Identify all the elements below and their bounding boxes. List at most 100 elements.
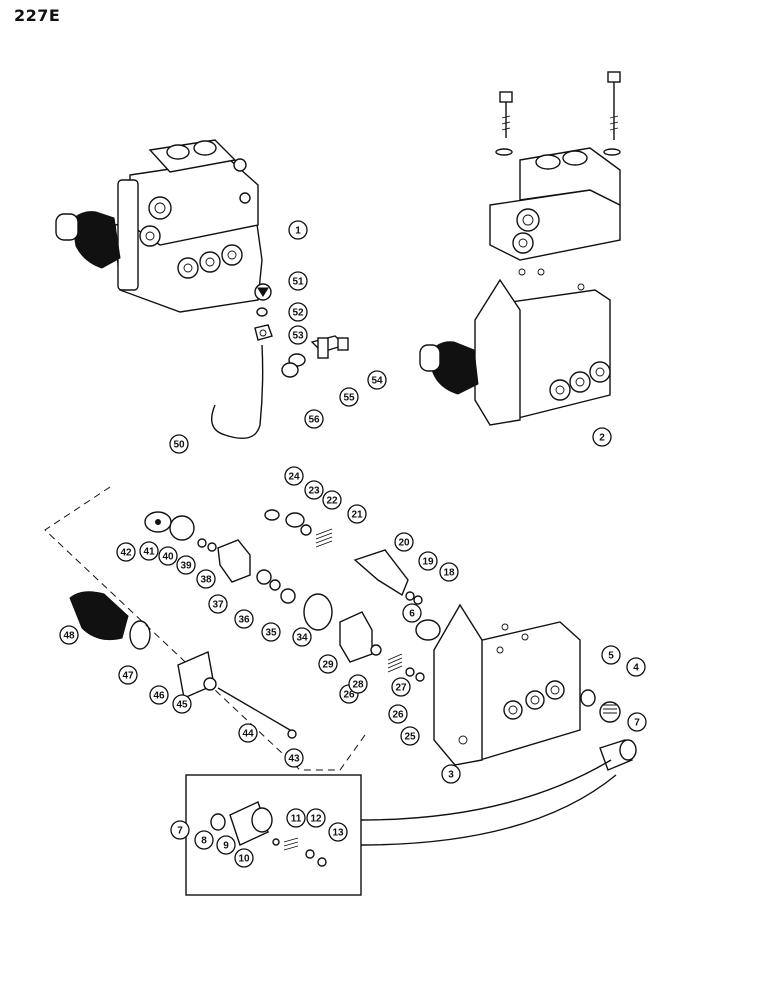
callout-circle [284, 748, 304, 768]
callout-circle [172, 694, 192, 714]
callout-circle [388, 704, 408, 724]
callout-circle [418, 551, 438, 571]
callout-number: 45 [176, 700, 188, 711]
callout-number: 38 [200, 575, 212, 586]
callout-20: 20 [394, 532, 414, 552]
callout-circle [318, 654, 338, 674]
callout-number: 19 [422, 557, 434, 568]
callout-circle [304, 480, 324, 500]
callout-2: 2 [592, 427, 612, 447]
callout-circle [234, 848, 254, 868]
callout-circle [261, 622, 281, 642]
callout-number: 56 [308, 415, 320, 426]
callout-24: 24 [284, 466, 304, 486]
callout-number: 3 [448, 770, 454, 781]
callout-circle [347, 504, 367, 524]
callout-number: 46 [153, 691, 165, 702]
callout-circle [288, 302, 308, 322]
spool-internal-parts [44, 486, 441, 771]
callout-circle [394, 532, 414, 552]
callout-number: 35 [265, 628, 277, 639]
callout-circle [288, 271, 308, 291]
callout-circle [234, 609, 254, 629]
callout-number: 22 [326, 496, 338, 507]
callout-circle [116, 542, 136, 562]
callout-number: 13 [332, 828, 344, 839]
callout-circle [439, 562, 459, 582]
callout-number: 4 [633, 663, 639, 674]
callout-circle [304, 409, 324, 429]
callout-number: 42 [120, 548, 132, 559]
callout-circle [348, 674, 368, 694]
callout-34: 34 [292, 627, 312, 647]
callout-56: 56 [304, 409, 324, 429]
callout-circle [284, 466, 304, 486]
callout-26: 26 [388, 704, 408, 724]
callout-50: 50 [169, 434, 189, 454]
callout-number: 34 [296, 633, 308, 644]
callout-12: 12 [306, 808, 326, 828]
callout-5: 5 [601, 645, 621, 665]
callout-18: 18 [439, 562, 459, 582]
callout-number: 52 [292, 308, 304, 319]
callout-circle [391, 677, 411, 697]
callout-circle [139, 541, 159, 561]
callout-number: 8 [201, 836, 207, 847]
callout-number: 12 [310, 814, 322, 825]
callout-10: 10 [234, 848, 254, 868]
callout-3: 3 [441, 764, 461, 784]
callout-40: 40 [158, 546, 178, 566]
callout-28: 28 [348, 674, 368, 694]
callout-circle [194, 830, 214, 850]
callout-22: 22 [322, 490, 342, 510]
callout-number: 26 [392, 710, 404, 721]
callout-45: 45 [172, 694, 192, 714]
callout-circle [158, 546, 178, 566]
callout-36: 36 [234, 609, 254, 629]
callout-circle [288, 220, 308, 240]
callout-number: 5 [608, 651, 614, 662]
callout-number: 21 [351, 510, 363, 521]
callout-number: 51 [292, 277, 304, 288]
callout-number: 27 [395, 683, 407, 694]
callout-circle [292, 627, 312, 647]
callout-39: 39 [176, 555, 196, 575]
callout-number: 7 [177, 826, 183, 837]
callout-number: 43 [288, 754, 300, 765]
callout-number: 25 [404, 732, 416, 743]
callout-51: 51 [288, 271, 308, 291]
page-number: 227E [14, 6, 61, 25]
callout-11: 11 [286, 808, 306, 828]
callout-number: 9 [223, 841, 229, 852]
callout-number: 23 [308, 486, 320, 497]
callout-7: 7 [627, 712, 647, 732]
callout-7: 7 [170, 820, 190, 840]
callout-number: 44 [242, 729, 254, 740]
callout-number: 2 [599, 433, 605, 444]
callout-29: 29 [318, 654, 338, 674]
callout-8: 8 [194, 830, 214, 850]
callout-circle [367, 370, 387, 390]
callout-52: 52 [288, 302, 308, 322]
callout-number: 41 [143, 547, 155, 558]
valve-assembly-1 [55, 139, 263, 313]
callout-27: 27 [391, 677, 411, 697]
callout-41: 41 [139, 541, 159, 561]
callout-circle [339, 387, 359, 407]
callout-circle [176, 555, 196, 575]
inset-detail-box [185, 759, 617, 896]
callout-35: 35 [261, 622, 281, 642]
callout-number: 11 [291, 814, 302, 825]
callout-circle [169, 434, 189, 454]
callout-37: 37 [208, 594, 228, 614]
callout-number: 47 [122, 671, 134, 682]
callout-number: 53 [292, 331, 304, 342]
callout-circle [286, 808, 306, 828]
callout-number: 36 [238, 615, 250, 626]
valve-assembly-2 [419, 71, 621, 426]
callout-circle [170, 820, 190, 840]
callout-circle [208, 594, 228, 614]
callout-53: 53 [288, 325, 308, 345]
